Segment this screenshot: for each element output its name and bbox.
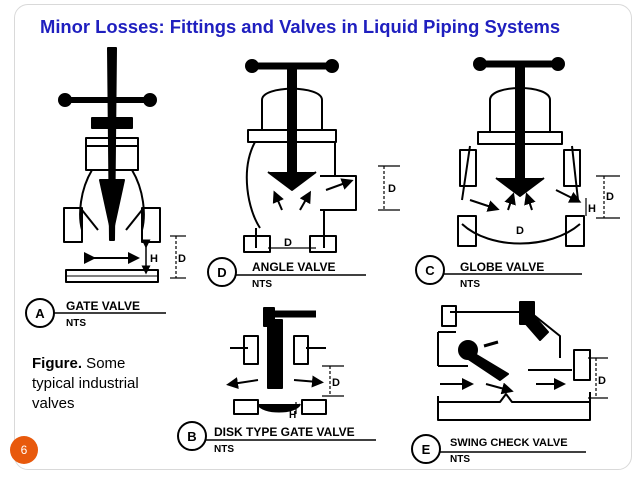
swing-check-valve-name: SWING CHECK VALVE bbox=[450, 437, 568, 449]
slide-title: Minor Losses: Fittings and Valves in Liq… bbox=[40, 16, 561, 37]
disk-gate-valve-labels: B DISK TYPE GATE VALVE NTS D H bbox=[187, 377, 354, 455]
globe-valve-drawing bbox=[415, 57, 620, 285]
globe-valve-dim-d-bottom: D bbox=[516, 225, 524, 237]
disk-gate-valve-drawing bbox=[177, 307, 376, 451]
disk-gate-valve-scale: NTS bbox=[214, 444, 234, 455]
swing-check-valve-labels: E SWING CHECK VALVE NTS D bbox=[422, 375, 606, 465]
page-number-badge: 6 bbox=[10, 436, 38, 464]
globe-valve-scale: NTS bbox=[460, 279, 480, 290]
swing-check-valve-dim-d: D bbox=[598, 375, 606, 387]
globe-valve-name: GLOBE VALVE bbox=[460, 260, 544, 274]
figure-letter-e: E bbox=[422, 442, 431, 457]
caption-bold: Figure. bbox=[32, 355, 83, 372]
angle-valve-drawing bbox=[207, 59, 400, 287]
gate-valve-name: GATE VALVE bbox=[66, 299, 140, 313]
angle-valve-scale: NTS bbox=[252, 279, 272, 290]
figure-letter-b: B bbox=[187, 429, 196, 444]
swing-check-valve-drawing bbox=[411, 301, 608, 464]
angle-valve-labels: D ANGLE VALVE NTS D D bbox=[217, 183, 396, 290]
figure-letter-c: C bbox=[425, 263, 435, 278]
figure-letter-a: A bbox=[35, 306, 45, 321]
gate-valve-dim-h: H bbox=[150, 253, 158, 265]
angle-valve-name: ANGLE VALVE bbox=[252, 260, 336, 274]
globe-valve-labels: C GLOBE VALVE NTS D H D bbox=[425, 191, 614, 290]
gate-valve-drawing bbox=[25, 47, 186, 328]
globe-valve-dim-d-right: D bbox=[606, 191, 614, 203]
angle-valve-dim-d-right: D bbox=[388, 183, 396, 195]
gate-valve-labels: A GATE VALVE NTS H D bbox=[35, 253, 186, 329]
globe-valve-dim-h: H bbox=[588, 203, 596, 215]
disk-gate-valve-dim-d: D bbox=[332, 377, 340, 389]
gate-valve-scale: NTS bbox=[66, 318, 86, 329]
disk-gate-valve-name: DISK TYPE GATE VALVE bbox=[214, 425, 355, 439]
swing-check-valve-scale: NTS bbox=[450, 454, 470, 465]
caption-text: Some typical industrial valves bbox=[32, 355, 139, 412]
figure-letter-d: D bbox=[217, 265, 226, 280]
figure-caption: Figure. Some typical industrial valves bbox=[32, 354, 172, 414]
gate-valve-dim-d: D bbox=[178, 253, 186, 265]
disk-gate-valve-dim-h: H bbox=[289, 410, 296, 421]
angle-valve-dim-d-bottom: D bbox=[284, 237, 292, 249]
